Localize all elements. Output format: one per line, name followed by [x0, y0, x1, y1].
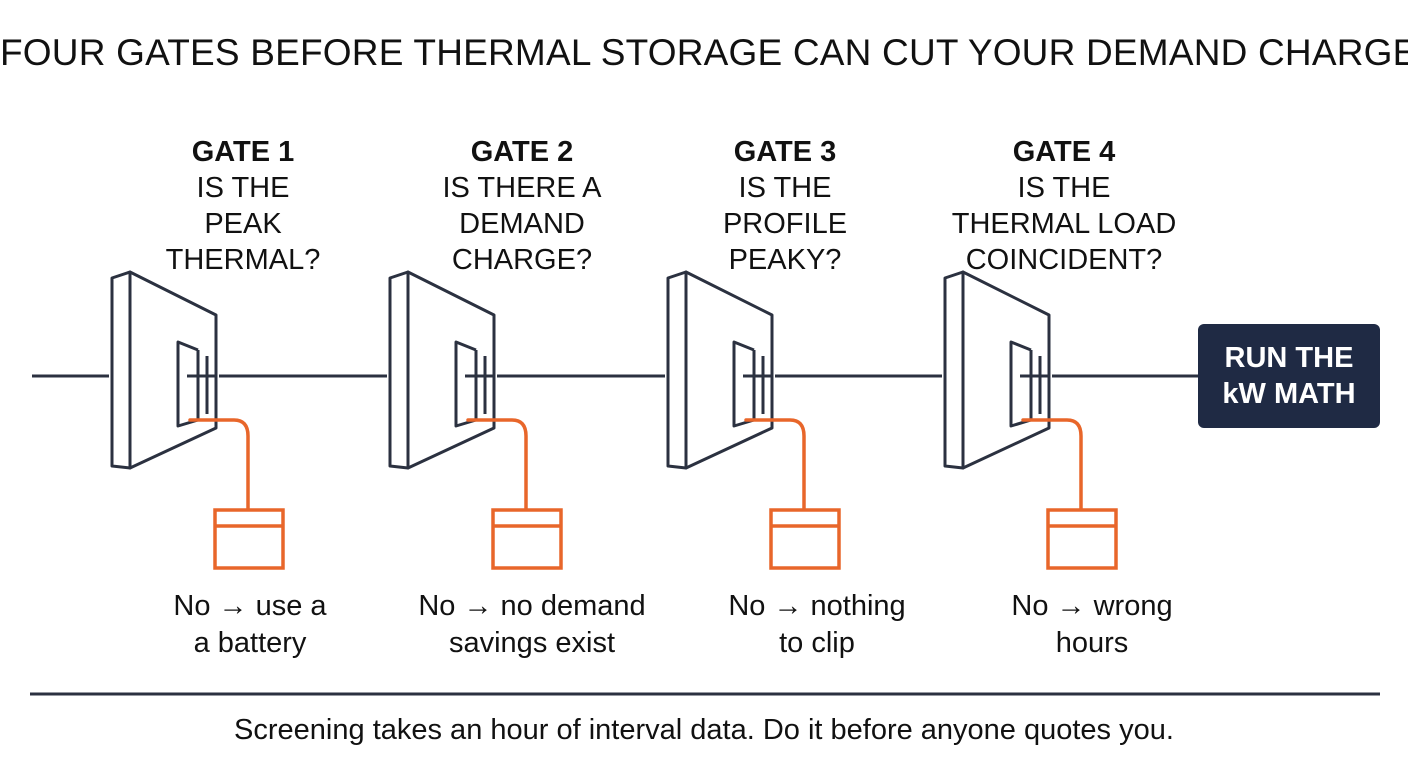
gate-3-label: GATE 3 IS THE PROFILE PEAKY?: [645, 134, 925, 278]
gate-2-fail-line-2: savings exist: [448, 627, 615, 659]
gate-4-front-plate: [943, 270, 965, 470]
gate-1-reject-line: [188, 418, 250, 512]
gate-3-valve: [665, 270, 841, 570]
gate-3-question-line-2: PROFILE: [722, 208, 848, 240]
gate-3-reject-line: [744, 418, 806, 512]
run-kw-math-box: RUN THE kW MATH: [1198, 324, 1380, 428]
gate-2-label: GATE 2 IS THERE A DEMAND CHARGE?: [382, 134, 662, 278]
gate-1-question-line-1: IS THE: [196, 172, 290, 204]
gate-3-fail-outcome: No → nothing to clip: [677, 588, 957, 662]
gate-1-fail-line-2: a battery: [193, 627, 307, 659]
gate-3-number: GATE 3: [733, 136, 837, 168]
gate-4-question-line-1: IS THE: [1017, 172, 1111, 204]
gate-4-number: GATE 4: [1012, 136, 1116, 168]
gate-2-question-line-3: CHARGE?: [451, 244, 593, 276]
gate-2-question-line-1: IS THERE A: [442, 172, 602, 204]
gate-3-reject-bin: [769, 508, 841, 570]
gate-3-fail-line-2: to clip: [779, 627, 855, 659]
gate-4-label: GATE 4 IS THE THERMAL LOAD COINCIDENT?: [924, 134, 1204, 278]
gate-4-question-line-2: THERMAL LOAD: [951, 208, 1177, 240]
gate-2-question-line-2: DEMAND: [459, 208, 585, 240]
gate-2-reject-line: [466, 418, 528, 512]
gate-3-fail-line-1: No → nothing: [728, 590, 906, 622]
gate-2-reject-bin: [491, 508, 563, 570]
gate-3-question-line-1: IS THE: [738, 172, 832, 204]
gate-1-number: GATE 1: [191, 136, 295, 168]
gate-1-question-line-2: PEAK: [204, 208, 282, 240]
page-title: FOUR GATES BEFORE THERMAL STORAGE CAN CU…: [0, 32, 1408, 73]
gate-2-inner-bracket: [454, 340, 477, 428]
run-box-line-2: kW MATH: [1222, 378, 1356, 410]
run-box-line-1: RUN THE: [1224, 342, 1354, 374]
gate-2-valve: [387, 270, 563, 570]
gate-4-fail-line-1: No → wrong: [1011, 590, 1173, 622]
gate-1-valve: [109, 270, 285, 570]
gate-2-fail-line-1: No → no demand: [418, 590, 646, 622]
gate-4-fail-outcome: No → wrong hours: [952, 588, 1232, 662]
gate-1-inner-bracket: [176, 340, 199, 428]
gate-1-fail-line-1: No → use a: [173, 590, 327, 622]
gate-4-fail-line-2: hours: [1055, 627, 1129, 659]
gate-2-fail-outcome: No → no demand savings exist: [392, 588, 672, 662]
gate-4-question-line-3: COINCIDENT?: [965, 244, 1163, 276]
gate-1-reject-bin: [213, 508, 285, 570]
gate-4-reject-bin: [1046, 508, 1118, 570]
gate-4-reject-line: [1021, 418, 1083, 512]
gate-1-label: GATE 1 IS THE PEAK THERMAL?: [103, 134, 383, 278]
gate-3-question-line-3: PEAKY?: [728, 244, 842, 276]
gate-4-inner-bracket: [1009, 340, 1032, 428]
gate-1-front-plate: [110, 270, 132, 470]
gate-2-front-plate: [388, 270, 410, 470]
gate-1-fail-outcome: No → use a a battery: [110, 588, 390, 662]
gate-3-front-plate: [666, 270, 688, 470]
gate-1-question-line-3: THERMAL?: [165, 244, 321, 276]
gate-4-valve: [942, 270, 1118, 570]
footer-note: Screening takes an hour of interval data…: [234, 714, 1174, 746]
gate-3-inner-bracket: [732, 340, 755, 428]
gate-2-number: GATE 2: [470, 136, 574, 168]
